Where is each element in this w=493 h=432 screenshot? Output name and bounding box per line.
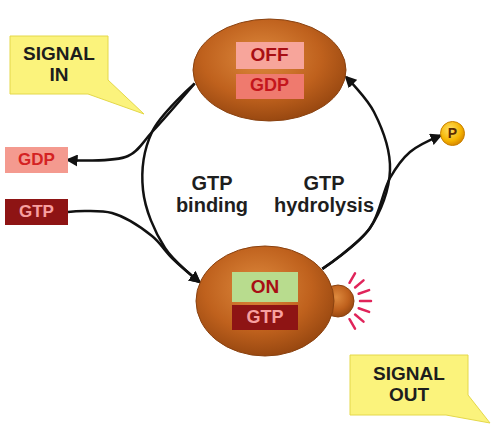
protein-state-ellipse: ON GTP	[195, 245, 335, 357]
phosphate-disc	[441, 122, 465, 146]
nucleotide-box: GDP	[5, 147, 68, 173]
cycle-arrow	[142, 83, 199, 281]
reaction-label: GTP binding	[170, 172, 254, 216]
nucleotide-badge: GTP	[232, 305, 298, 330]
nucleotide-label: GTP	[19, 203, 54, 222]
protein-body	[196, 246, 334, 356]
signal-callout: SIGNAL IN	[10, 36, 108, 94]
nucleotide-box: GTP	[5, 199, 68, 225]
nucleotide-label: GDP	[18, 151, 55, 170]
protein-state-ellipse: OFF GDP	[192, 18, 347, 122]
state-badge: ON	[232, 272, 298, 302]
phosphate-label: P	[448, 126, 457, 141]
phosphate-circle: P	[440, 121, 465, 146]
cycle-arrow	[68, 83, 195, 160]
ellipse-outline	[192, 18, 347, 122]
callout-banner	[350, 355, 490, 423]
callout-banner	[10, 36, 144, 114]
callout-text: SIGNAL OUT	[359, 364, 459, 406]
state-badge: OFF	[236, 42, 304, 69]
reaction-label: GTP hydrolysis	[268, 172, 380, 216]
nucleotide-badge: GDP	[236, 74, 304, 99]
callout-text: SIGNAL IN	[16, 44, 102, 86]
signal-callout: SIGNAL OUT	[350, 355, 468, 415]
protein-body	[193, 19, 346, 121]
cycle-arrow	[68, 211, 199, 282]
